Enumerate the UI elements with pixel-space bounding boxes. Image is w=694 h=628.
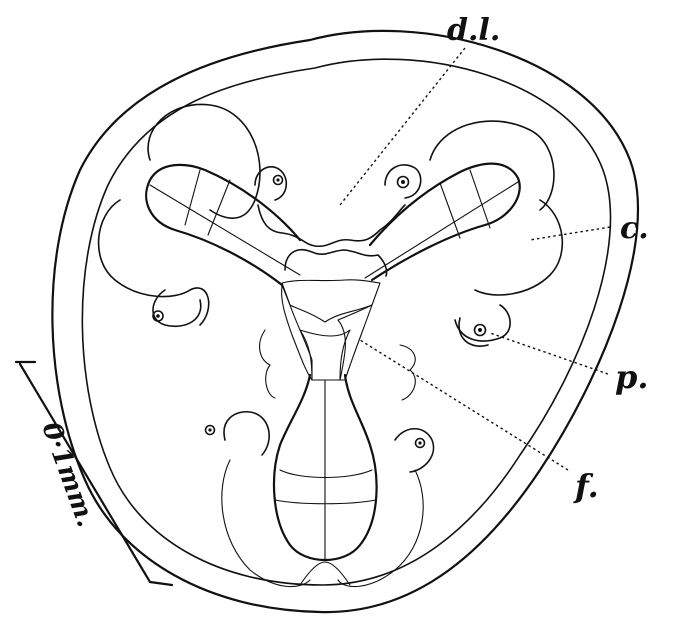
label-dl: d.l.	[447, 13, 500, 48]
right-arm	[370, 164, 520, 280]
leader-f	[360, 340, 568, 470]
outer-shell	[52, 31, 638, 612]
inner-shell	[82, 59, 610, 585]
right-lower-lobe	[395, 429, 433, 472]
label-c: c.	[620, 211, 649, 246]
scale-bar: 0·1mm.	[16, 362, 172, 585]
left-arm	[146, 165, 300, 285]
scale-bar-label: 0·1mm.	[35, 418, 101, 531]
left-lower-side	[222, 460, 310, 587]
central-hatch-top	[282, 280, 380, 322]
left-lower-curl	[260, 330, 275, 398]
upper-left-lobe	[148, 104, 260, 218]
leader-c	[530, 227, 610, 240]
papilla-lower-right	[416, 439, 425, 448]
label-p: p.	[615, 358, 649, 396]
bottom-arm-collar	[280, 470, 372, 478]
central-hatch-right	[338, 305, 372, 380]
dorsal-lobe-lower	[285, 250, 387, 276]
leader-p	[490, 333, 608, 374]
upper-right-lobe	[430, 121, 554, 210]
dorsal-lobe	[258, 205, 405, 246]
right-lower-side	[338, 470, 423, 587]
right-side-lobe	[475, 200, 562, 295]
papilla-lower-left	[206, 426, 215, 435]
papilla-right	[459, 318, 488, 346]
label-f: f.	[573, 467, 599, 505]
papilla-upper-right	[385, 165, 421, 198]
left-lower-lobe	[224, 412, 269, 455]
